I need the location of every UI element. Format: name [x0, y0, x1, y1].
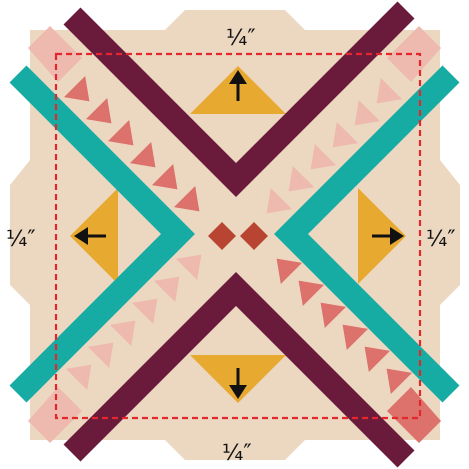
label-bottom: ¼″ [222, 441, 252, 466]
label-left: ¼″ [6, 227, 36, 252]
label-right: ¼″ [426, 227, 456, 252]
label-top: ¼″ [226, 26, 256, 51]
